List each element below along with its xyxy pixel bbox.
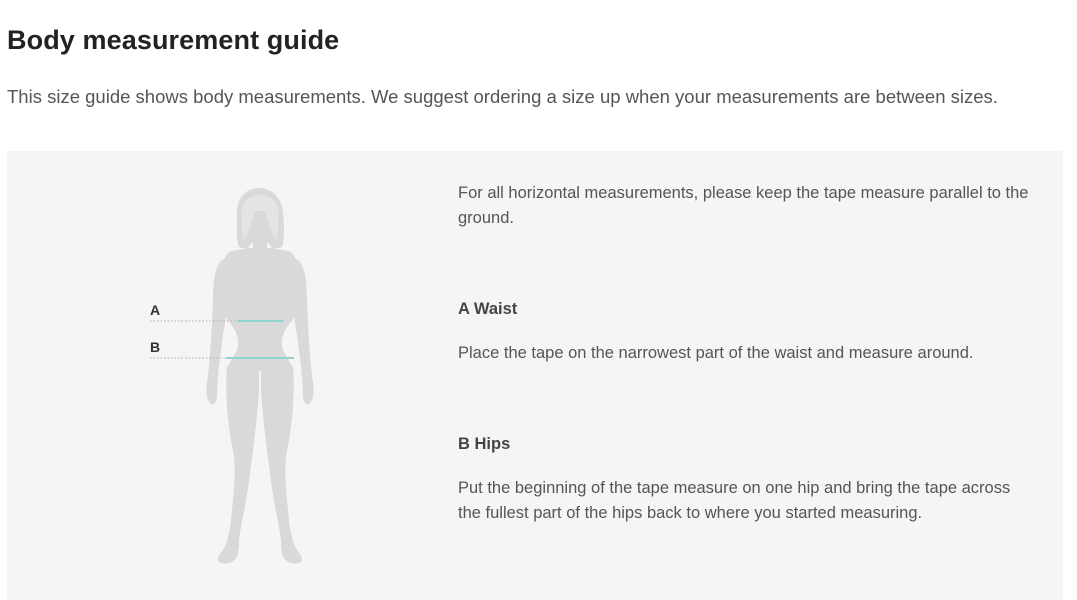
waist-heading: A Waist [458,300,518,318]
waist-instruction: Place the tape on the narrowest part of … [458,344,974,362]
general-note: For all horizontal measurements, please … [458,184,1029,227]
marker-label-a: A [150,302,161,318]
measurement-panel: A B For all horizontal measurements, ple… [7,151,1063,600]
page-intro: This size guide shows body measurements.… [7,86,998,107]
page-title: Body measurement guide [7,25,340,55]
hips-instruction: Put the beginning of the tape measure on… [458,479,1011,522]
body-figure: A B [7,151,447,600]
hips-heading: B Hips [458,435,511,453]
body-silhouette-illustration [150,188,314,564]
marker-label-b: B [150,339,161,355]
